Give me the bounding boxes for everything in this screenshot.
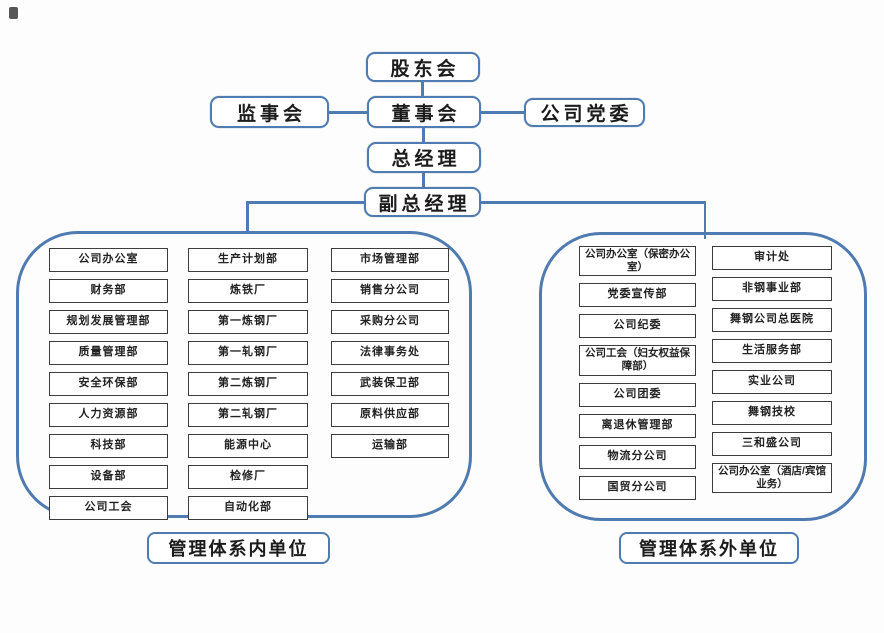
external-column-1: 公司办公室（保密办公室） 党委宣传部 公司纪委 公司工会（妇女权益保障部） 公司… [579, 246, 696, 500]
unit-box: 法律事务处 [331, 341, 449, 365]
connector-dgm-right-vertical [703, 201, 706, 239]
node-shareholders: 股东会 [366, 52, 480, 82]
unit-box: 生产计划部 [188, 248, 308, 272]
unit-box: 非钢事业部 [712, 277, 832, 301]
node-deputy-general-manager: 副总经理 [364, 187, 481, 217]
unit-box: 公司团委 [579, 382, 696, 407]
unit-box: 质量管理部 [49, 341, 168, 365]
unit-box: 安全环保部 [49, 372, 168, 396]
unit-box: 采购分公司 [331, 310, 449, 334]
internal-column-3: 市场管理部 销售分公司 采购分公司 法律事务处 武装保卫部 原料供应部 运输部 [331, 248, 449, 458]
external-column-2: 审计处 非钢事业部 舞钢公司总医院 生活服务部 实业公司 舞钢技校 三和盛公司 … [712, 246, 832, 494]
unit-box: 审计处 [712, 246, 832, 270]
unit-box: 市场管理部 [331, 248, 449, 272]
unit-box: 炼铁厂 [188, 279, 308, 303]
unit-box: 武装保卫部 [331, 372, 449, 396]
unit-box: 科技部 [49, 434, 168, 458]
unit-box: 物流分公司 [579, 444, 696, 469]
unit-box: 公司纪委 [579, 314, 696, 339]
internal-group-label: 管理体系内单位 [147, 532, 330, 564]
connector-dgm-right-horizontal [479, 201, 706, 204]
unit-box: 公司办公室 [49, 248, 168, 272]
connector-dgm-left-horizontal [246, 201, 366, 204]
connector-shareholders-board [421, 82, 424, 98]
unit-box: 人力资源部 [49, 403, 168, 427]
connector-board-gm [422, 127, 425, 144]
node-general-manager: 总经理 [367, 142, 481, 173]
external-units-container: 公司办公室（保密办公室） 党委宣传部 公司纪委 公司工会（妇女权益保障部） 公司… [539, 232, 867, 521]
unit-box: 原料供应部 [331, 403, 449, 427]
unit-box: 自动化部 [188, 496, 308, 520]
connector-supervisory-board [328, 111, 368, 114]
unit-box: 运输部 [331, 434, 449, 458]
unit-box: 离退休管理部 [579, 413, 696, 438]
unit-box: 舞钢公司总医院 [712, 308, 832, 332]
unit-box: 舞钢技校 [712, 401, 832, 425]
connector-dgm-left-vertical [246, 201, 249, 232]
unit-box: 实业公司 [712, 370, 832, 394]
node-supervisory-board: 监事会 [210, 96, 329, 128]
unit-box: 第二炼钢厂 [188, 372, 308, 396]
external-group-label: 管理体系外单位 [619, 532, 799, 564]
internal-column-2: 生产计划部 炼铁厂 第一炼钢厂 第一轧钢厂 第二炼钢厂 第二轧钢厂 能源中心 检… [188, 248, 308, 520]
unit-box: 销售分公司 [331, 279, 449, 303]
unit-box: 检修厂 [188, 465, 308, 489]
unit-box: 党委宣传部 [579, 283, 696, 308]
internal-units-container: 公司办公室 财务部 规划发展管理部 质量管理部 安全环保部 人力资源部 科技部 … [16, 231, 472, 520]
internal-column-1: 公司办公室 财务部 规划发展管理部 质量管理部 安全环保部 人力资源部 科技部 … [49, 248, 168, 520]
unit-box: 设备部 [49, 465, 168, 489]
unit-box: 公司办公室（保密办公室） [579, 246, 696, 277]
unit-box: 三和盛公司 [712, 432, 832, 456]
unit-box: 能源中心 [188, 434, 308, 458]
unit-box: 国贸分公司 [579, 475, 696, 500]
connector-board-party [480, 111, 525, 114]
unit-box: 公司办公室（酒店/宾馆业务） [712, 463, 832, 494]
unit-box: 公司工会（妇女权益保障部） [579, 345, 696, 376]
node-party-committee: 公司党委 [524, 98, 645, 127]
unit-box: 第二轧钢厂 [188, 403, 308, 427]
connector-gm-dgm [422, 172, 425, 189]
node-board-of-directors: 董事会 [367, 96, 481, 128]
unit-box: 公司工会 [49, 496, 168, 520]
unit-box: 财务部 [49, 279, 168, 303]
unit-box: 规划发展管理部 [49, 310, 168, 334]
photo-artifact [9, 7, 18, 19]
unit-box: 第一轧钢厂 [188, 341, 308, 365]
unit-box: 生活服务部 [712, 339, 832, 363]
unit-box: 第一炼钢厂 [188, 310, 308, 334]
